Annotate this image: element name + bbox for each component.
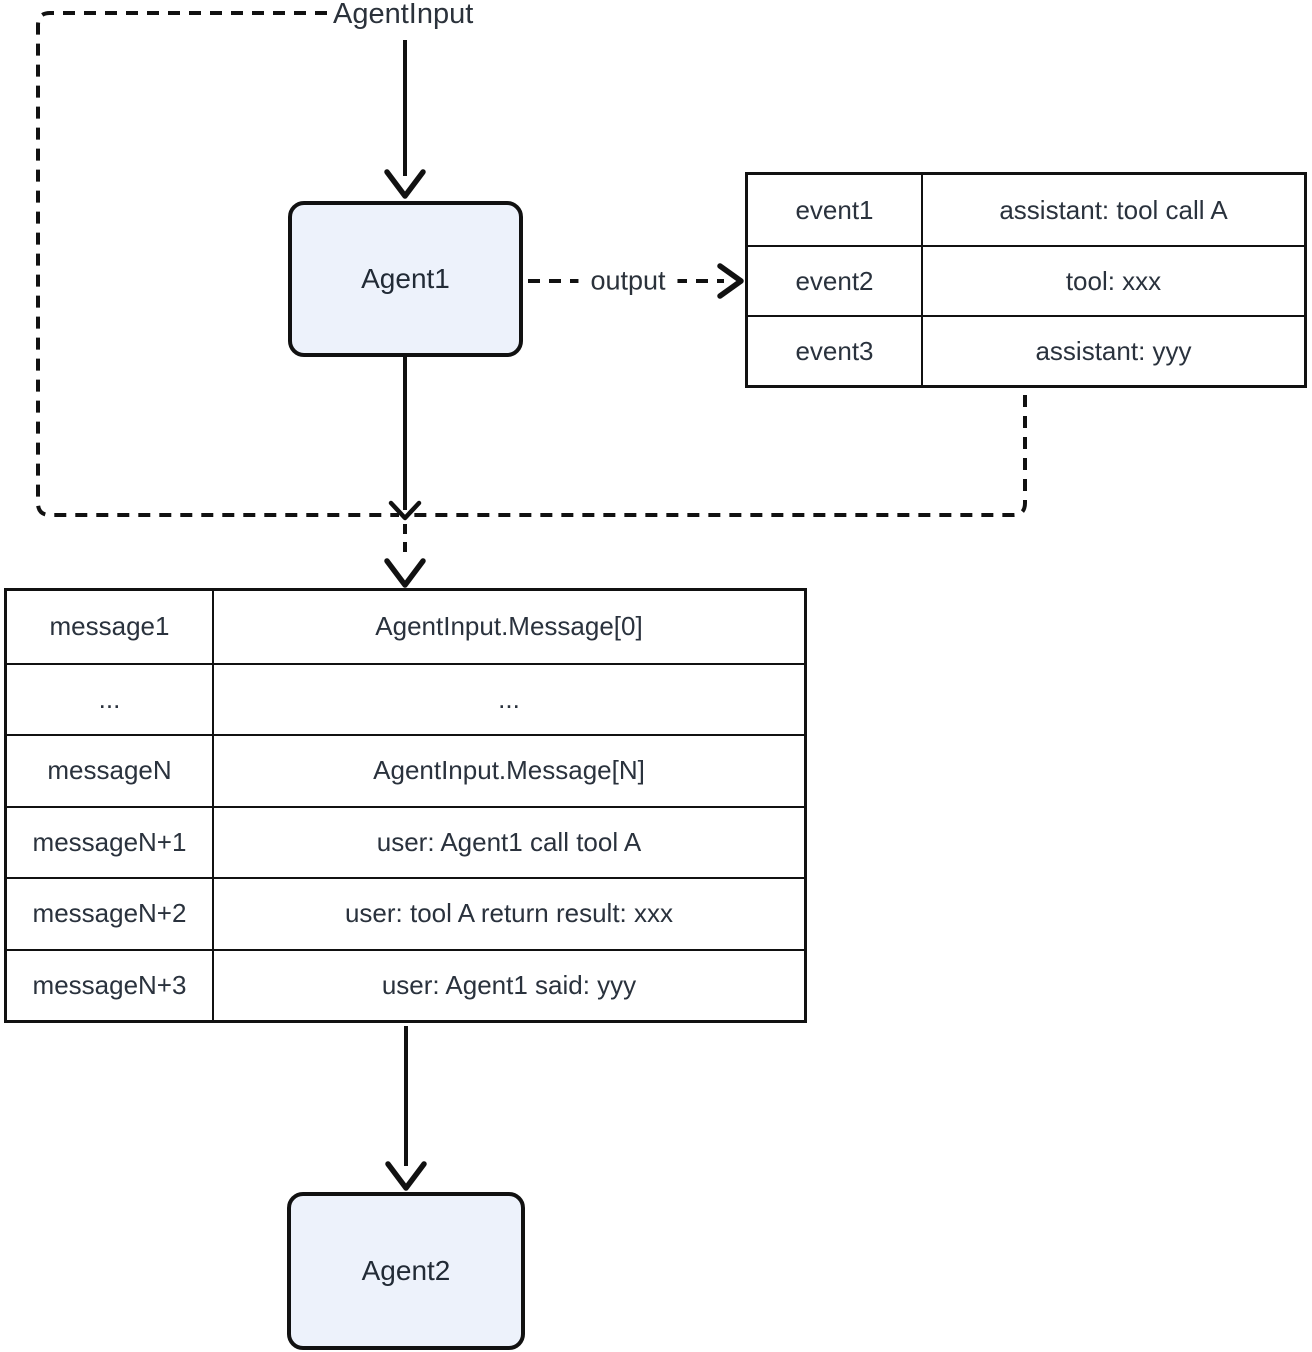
agent2-node-label: Agent2 — [361, 1255, 451, 1286]
messages-to-agent2-arrowhead-icon — [385, 1161, 427, 1191]
events-feedback-dashed-line — [413, 395, 1027, 517]
message-table-key: ... — [7, 662, 212, 735]
message-table-value: ... — [212, 662, 804, 734]
message-table-value: user: Agent1 call tool A — [212, 805, 804, 877]
event-table-key: event3 — [748, 315, 921, 385]
message-table-key: message1 — [49, 611, 170, 642]
message-table-key: messageN+1 — [7, 805, 212, 878]
event-table-value: assistant: yyy — [921, 315, 1304, 385]
message-table-value: AgentInput.Message[0] — [212, 591, 804, 663]
output-arrowhead-icon — [717, 263, 744, 299]
message-table-value: AgentInput.Message[N] — [212, 734, 804, 806]
event-table-key: event2 — [748, 245, 921, 315]
event-table: event1 assistant: tool call A event2 too… — [745, 172, 1307, 388]
agentinput-loop-dashed-line — [36, 11, 399, 517]
agentinput-to-agent1-arrowhead-icon — [384, 169, 426, 199]
loop-merge-arrowhead-icon — [388, 500, 422, 521]
agent1-to-messages-arrowhead-icon — [384, 558, 426, 588]
agentinput-label: AgentInput — [333, 0, 474, 30]
event-table-value: tool: xxx — [921, 245, 1304, 315]
output-edge-label: output — [578, 263, 678, 299]
agent1-node: Agent1 — [288, 201, 523, 357]
message-table-key: messageN+3 — [7, 948, 212, 1021]
event-table-value: assistant: tool call A — [921, 175, 1304, 245]
agent2-node: Agent2 — [287, 1192, 525, 1350]
message-table-value: user: Agent1 said: yyy — [212, 948, 804, 1020]
message-table-key: messageN — [7, 734, 212, 806]
message-table-key: messageN+2 — [7, 877, 212, 949]
event-table-key: event1 — [795, 194, 874, 225]
agent1-node-label: Agent1 — [361, 263, 450, 294]
message-table: message1 AgentInput.Message[0] ... ... m… — [4, 588, 807, 1023]
message-table-value: user: tool A return result: xxx — [212, 877, 804, 949]
